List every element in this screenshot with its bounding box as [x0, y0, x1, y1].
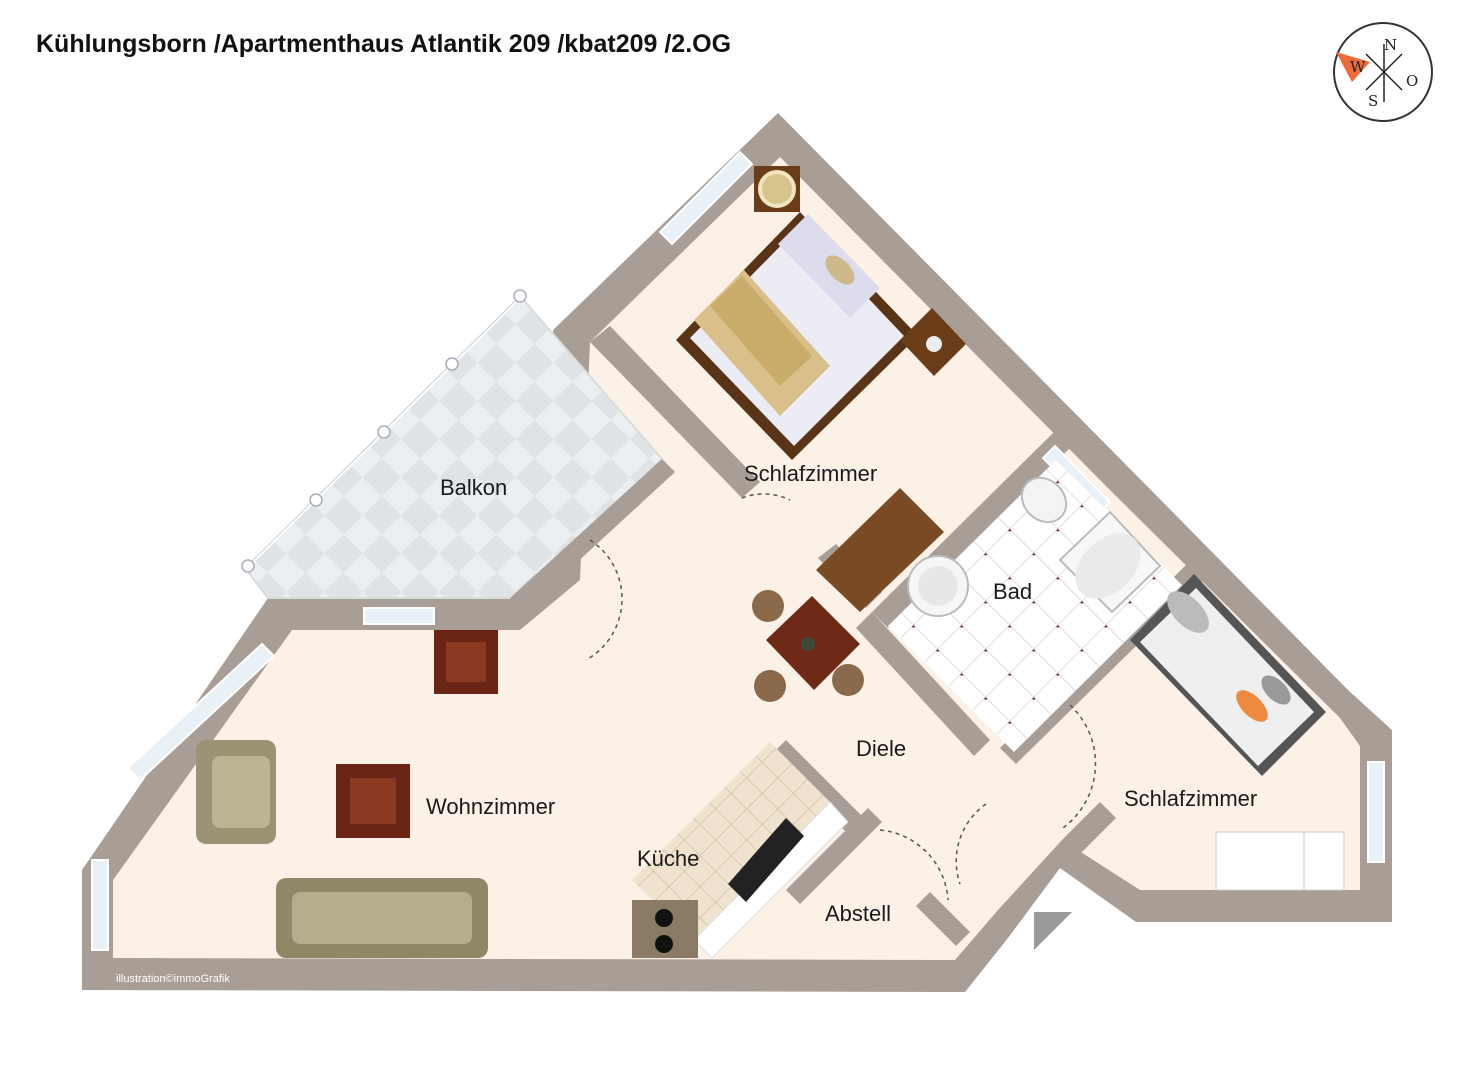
door-swings: [585, 493, 1097, 901]
nightstand: [900, 308, 966, 376]
label-hall: Diele: [856, 736, 906, 761]
living-furniture: [196, 630, 498, 958]
compass-west: W: [1350, 58, 1366, 76]
bathroom-floor: [888, 460, 1182, 752]
double-bed: [676, 212, 918, 460]
compass-east: O: [1406, 72, 1418, 90]
windows: [91, 150, 1385, 951]
label-kitchen: Küche: [637, 846, 699, 871]
compass-icon: N W O S: [1333, 22, 1433, 122]
dining-table: [752, 590, 864, 702]
compass-south: S: [1368, 92, 1378, 110]
label-bedroom-top: Schlafzimmer: [744, 461, 877, 486]
label-living: Wohnzimmer: [426, 794, 555, 819]
single-bed: [1130, 574, 1326, 776]
label-bath: Bad: [993, 579, 1032, 604]
credit-text: illustration©immoGrafik: [116, 973, 230, 985]
label-storage: Abstell: [825, 901, 891, 926]
label-bedroom-right: Schlafzimmer: [1124, 786, 1257, 811]
balcony: [241, 289, 664, 599]
nightstand-lamp: [754, 166, 800, 212]
wardrobe: [816, 488, 944, 612]
entrance-marker: [1034, 912, 1072, 950]
compass-north: N: [1384, 36, 1397, 54]
plan-title: Kühlungsborn /Apartmenthaus Atlantik 209…: [36, 30, 732, 58]
label-balcony: Balkon: [440, 475, 507, 500]
kitchen-counter: [632, 742, 849, 959]
dresser: [1215, 831, 1345, 891]
